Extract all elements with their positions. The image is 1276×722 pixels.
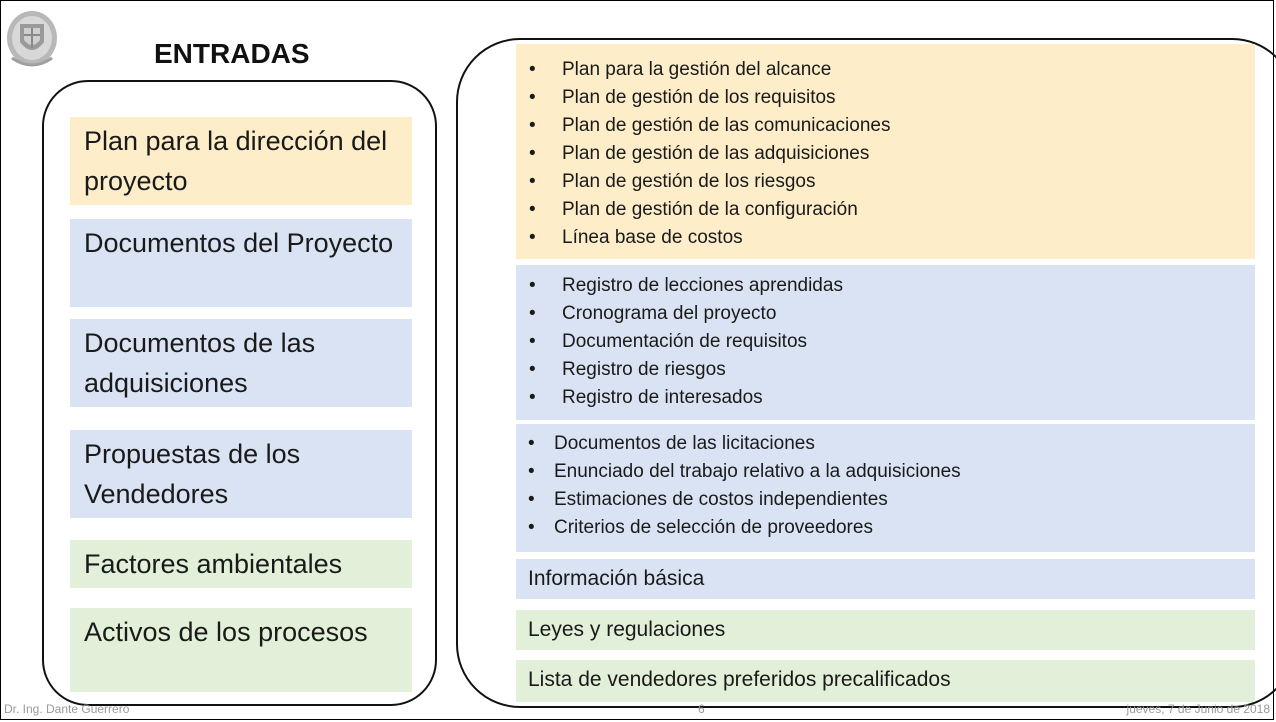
plan-components-group: Plan para la gestión del alcance Plan de… xyxy=(516,44,1255,259)
procurement-documents-list: Documentos de las licitaciones Enunciado… xyxy=(516,430,1255,542)
lista-vendedores-label: Lista de vendedores preferidos precalifi… xyxy=(528,668,951,691)
procurement-documents-group: Documentos de las licitaciones Enunciado… xyxy=(516,424,1255,552)
footer-date: jueves, 7 de Junio de 2018 xyxy=(1126,702,1270,716)
right-panel-frame xyxy=(456,38,1276,708)
list-item: Plan de gestión de las adquisiciones xyxy=(516,140,1255,168)
university-seal-logo xyxy=(7,11,57,67)
leyes-regulaciones-label: Leyes y regulaciones xyxy=(528,618,726,641)
plan-components-list: Plan para la gestión del alcance Plan de… xyxy=(516,56,1255,252)
list-item: Plan de gestión de los riesgos xyxy=(516,168,1255,196)
footer-page-number: 6 xyxy=(698,702,705,716)
left-item-label: Plan para la dirección del proyecto xyxy=(84,126,388,196)
left-item-activos-procesos: Activos de los procesos xyxy=(70,608,412,692)
list-item: Registro de interesados xyxy=(516,384,1255,412)
left-item-documentos-adquisiciones: Documentos de las adquisiciones xyxy=(70,319,412,407)
project-documents-list: Registro de lecciones aprendidas Cronogr… xyxy=(516,272,1255,412)
left-item-documentos-proyecto: Documentos del Proyecto xyxy=(70,219,412,307)
project-documents-group: Registro de lecciones aprendidas Cronogr… xyxy=(516,265,1255,420)
left-item-label: Factores ambientales xyxy=(84,549,343,579)
left-item-label: Propuestas de los Vendedores xyxy=(84,439,301,509)
list-item: Línea base de costos xyxy=(516,224,1255,252)
lista-vendedores-box: Lista de vendedores preferidos precalifi… xyxy=(516,660,1255,702)
list-item: Plan para la gestión del alcance xyxy=(516,56,1255,84)
left-item-factores-ambientales: Factores ambientales xyxy=(70,540,412,588)
list-item: Plan de gestión de las comunicaciones xyxy=(516,112,1255,140)
leyes-regulaciones-box: Leyes y regulaciones xyxy=(516,610,1255,650)
list-item: Cronograma del proyecto xyxy=(516,300,1255,328)
list-item: Plan de gestión de los requisitos xyxy=(516,84,1255,112)
list-item: Enunciado del trabajo relativo a la adqu… xyxy=(516,458,1255,486)
left-item-plan-direccion: Plan para la dirección del proyecto xyxy=(70,117,412,205)
list-item: Documentos de las licitaciones xyxy=(516,430,1255,458)
left-item-label: Documentos de las adquisiciones xyxy=(84,328,316,398)
informacion-basica-label: Información básica xyxy=(528,567,705,590)
left-item-label: Documentos del Proyecto xyxy=(84,228,394,258)
left-panel-frame xyxy=(42,80,437,706)
list-item: Criterios de selección de proveedores xyxy=(516,514,1255,542)
list-item: Documentación de requisitos xyxy=(516,328,1255,356)
left-item-propuestas-vendedores: Propuestas de los Vendedores xyxy=(70,430,412,518)
left-item-label: Activos de los procesos xyxy=(84,617,368,647)
informacion-basica-box: Información básica xyxy=(516,559,1255,599)
list-item: Registro de riesgos xyxy=(516,356,1255,384)
slide-title: ENTRADAS xyxy=(154,38,310,69)
list-item: Estimaciones de costos independientes xyxy=(516,486,1255,514)
list-item: Registro de lecciones aprendidas xyxy=(516,272,1255,300)
footer-author: Dr. Ing. Dante Guerrero xyxy=(4,702,130,716)
list-item: Plan de gestión de la configuración xyxy=(516,196,1255,224)
